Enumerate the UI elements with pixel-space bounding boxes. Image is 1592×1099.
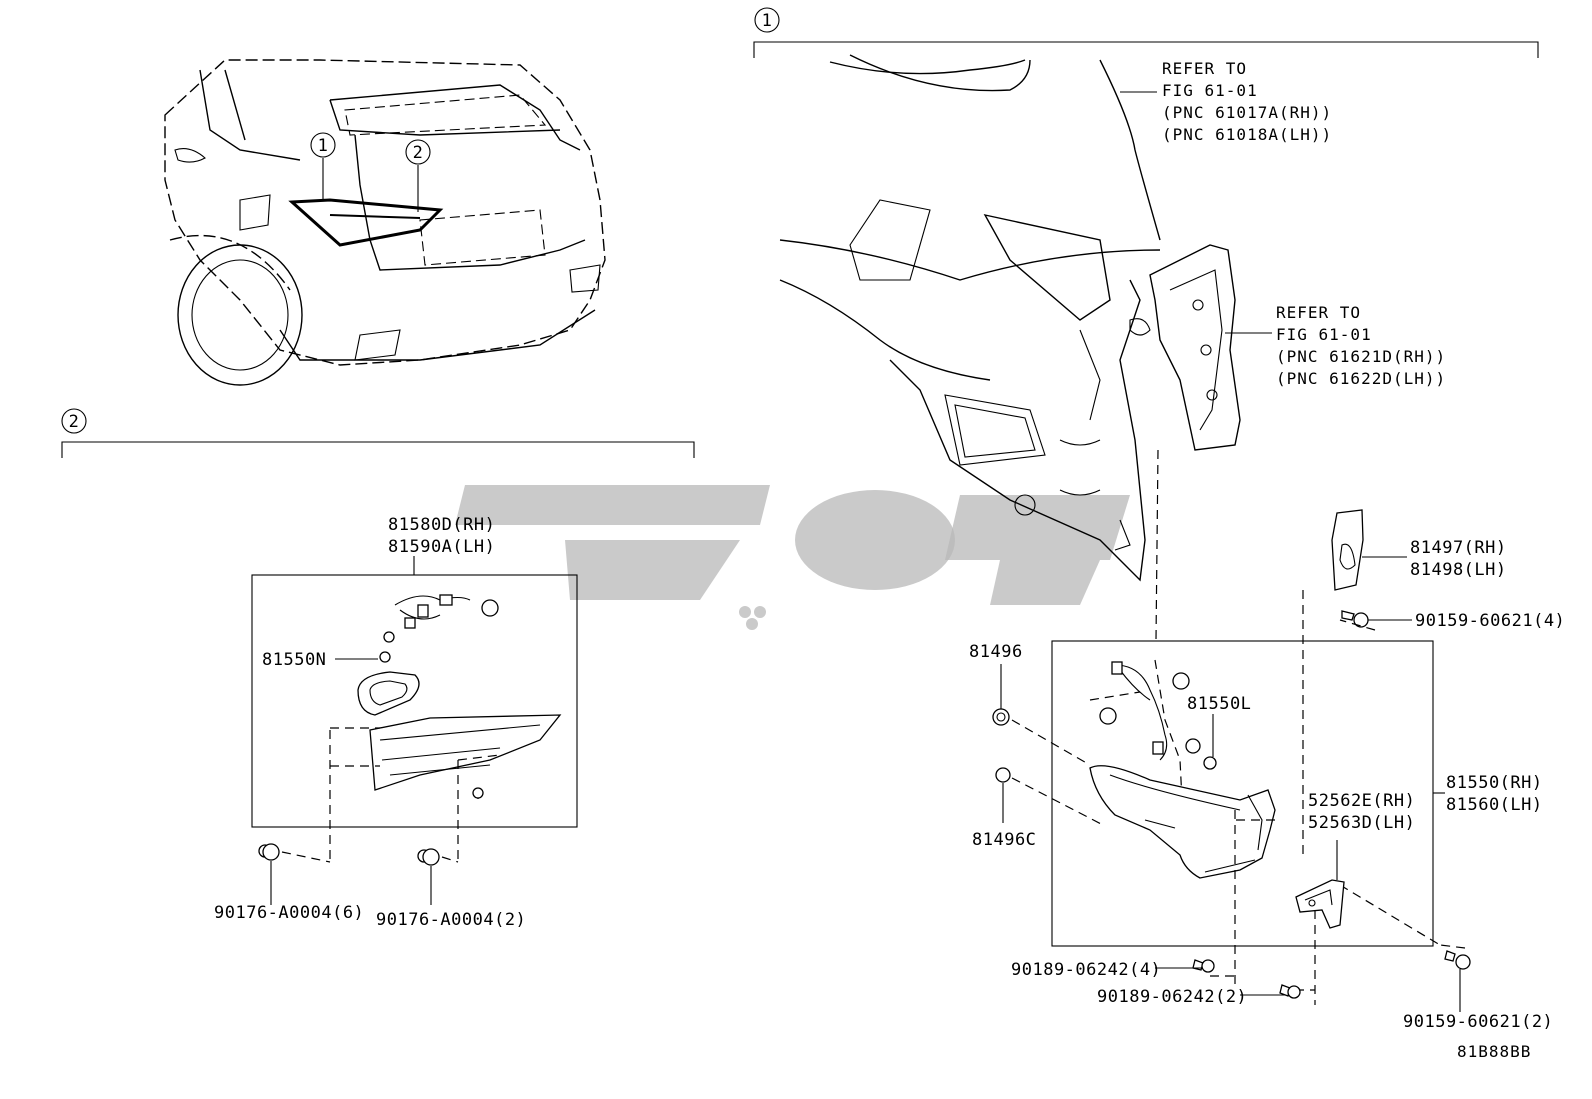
bulb-81550N [379,651,391,663]
svg-text:52562E(RH): 52562E(RH) [1308,791,1415,811]
figure-code: 81B88BB [1457,1042,1531,1061]
nut-81496C [995,767,1011,823]
callout-2-car: 2 [405,139,431,165]
outer-lamp-dashlines-top [1089,659,1183,801]
svg-text:FIG 61-01: FIG 61-01 [1162,81,1258,100]
bulb-81550L [1203,756,1217,770]
ref-note-upper: REFER TO FIG 61-01 (PNC 61017A(RH)) (PNC… [1162,59,1332,144]
inner-lamp-dashlines [329,727,501,860]
quarter-panel-illustration [779,54,1241,582]
svg-text:81590A(LH): 81590A(LH) [388,537,495,557]
bracket-81497 [1331,509,1407,591]
svg-text:(PNC 61621D(RH)): (PNC 61621D(RH)) [1276,347,1446,366]
label-81496: 81496 [969,642,1023,662]
svg-text:81560(LH): 81560(LH) [1446,795,1543,815]
svg-text:1: 1 [762,11,773,31]
hinge-52562 [1295,840,1345,929]
screw-90189-a [1155,959,1215,973]
label-90176-a: 90176-A0004(6) [214,903,364,923]
inner-lamp-gasket [357,671,420,716]
label-81550: 81550(RH) 81560(LH) [1446,773,1543,815]
screw-90159-a [1341,610,1412,628]
screw-90159-b [1444,950,1471,1012]
label-81580D: 81580D(RH) 81590A(LH) [388,515,495,557]
label-90159-b: 90159-60621(2) [1403,1012,1553,1032]
label-90176-b: 90176-A0004(2) [376,910,526,930]
callout-1-car: 1 [310,132,336,158]
fastener-90176-a [258,843,331,905]
label-81550N: 81550N [262,650,326,670]
svg-text:52563D(LH): 52563D(LH) [1308,813,1415,833]
svg-text:2: 2 [69,412,80,432]
ref-note-lower: REFER TO FIG 61-01 (PNC 61621D(RH)) (PNC… [1276,303,1446,388]
label-81497: 81497(RH) 81498(LH) [1410,538,1507,580]
inner-clip [472,787,484,799]
inner-lamp-box [251,556,578,828]
svg-text:81498(LH): 81498(LH) [1410,560,1507,580]
label-90159-a: 90159-60621(4) [1415,611,1565,631]
fastener-90176-b [417,848,459,905]
svg-text:(PNC 61018A(LH)): (PNC 61018A(LH)) [1162,125,1332,144]
svg-text:REFER TO: REFER TO [1276,303,1361,322]
inner-lamp-lens [369,714,562,791]
outer-lamp-lens [1089,765,1276,879]
label-81496C: 81496C [972,830,1036,850]
svg-text:81550(RH): 81550(RH) [1446,773,1543,793]
svg-text:1: 1 [318,136,329,156]
svg-text:(PNC 61622D(LH)): (PNC 61622D(LH)) [1276,369,1446,388]
label-81550L: 81550L [1187,694,1251,714]
section-2-bracket: 2 [61,408,695,458]
outer-lamp-wiring [1099,661,1201,761]
section-1-bracket: 1 [753,7,1539,58]
svg-text:2: 2 [413,143,424,163]
svg-text:FIG 61-01: FIG 61-01 [1276,325,1372,344]
inner-lamp-wiring [383,594,499,643]
svg-text:(PNC 61017A(RH)): (PNC 61017A(RH)) [1162,103,1332,122]
svg-text:REFER TO: REFER TO [1162,59,1247,78]
outer-lamp-dashlines [1011,449,1466,1005]
svg-text:81497(RH): 81497(RH) [1410,538,1507,558]
label-52562: 52562E(RH) 52563D(LH) [1308,791,1415,833]
label-90189-b: 90189-06242(2) [1097,987,1247,1007]
vehicle-rear-view-illustration [164,59,606,386]
screw-90189-b [1240,984,1301,999]
svg-text:81580D(RH): 81580D(RH) [388,515,495,535]
label-90189-a: 90189-06242(4) [1011,960,1161,980]
watermark-logo [455,485,1130,630]
nut-81496 [992,664,1010,726]
